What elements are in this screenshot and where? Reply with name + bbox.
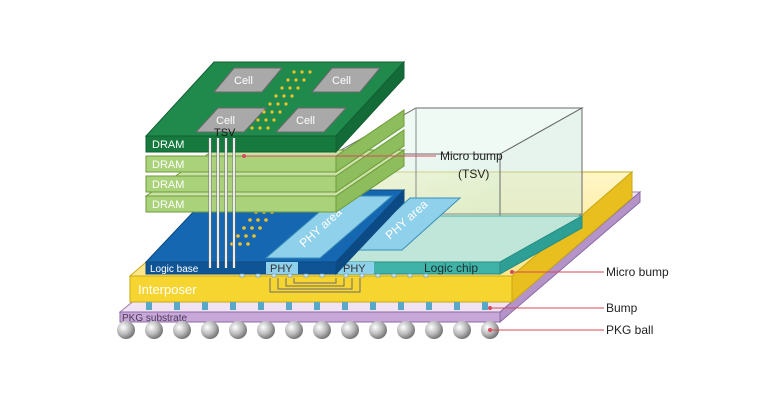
logic-chip-label: Logic chip [424,261,478,275]
dram-cell: Cell [194,107,268,133]
pkg-ball [173,321,191,339]
pkg-ball [425,321,443,339]
tsv-pillars [208,138,236,268]
bump [370,302,376,310]
pkg-ball [257,321,275,339]
bump [426,302,432,310]
pkg-ball [117,321,135,339]
dram-stack: DRAM DRAM DRAM DRAM Cell Cell [144,60,406,268]
callout-micro-bump-tsv: Micro bump (TSV) [242,149,503,181]
tsv-dots [250,70,312,130]
logic-base-phy-area [264,195,394,259]
logic-chip-phy-label: PHY [343,263,366,275]
tsv-pillar-outlines [208,138,236,268]
micro-bumps [239,273,429,278]
cell-label: Cell [332,75,351,87]
pkg-ball [145,321,163,339]
interposer-label: Interposer [138,282,197,297]
bump [342,302,348,310]
cell-label: Cell [234,75,253,87]
callout-micro-bump: Micro bump [510,265,669,279]
pkg-ball [397,321,415,339]
pkg-substrate-label: PKG substrate [122,313,187,324]
callout-micro-bump-label: Micro bump [606,265,669,279]
bump [398,302,404,310]
pkg-ball [229,321,247,339]
bumps [146,302,488,310]
pkg-ball [285,321,303,339]
dram-label: DRAM [152,179,184,191]
callout-micro-bump-tsv-line1: Micro bump [440,149,503,163]
interposer-routing [269,278,361,293]
dram-top-label: DRAM [152,139,184,151]
bump [286,302,292,310]
callout-bump: Bump [488,301,638,315]
bump [174,302,180,310]
callout-pkg-ball-label: PKG ball [606,323,653,337]
logic-base-phy-label: PHY [270,263,293,275]
callout-pkg-ball: PKG ball [488,323,653,337]
dram-top-layer: DRAM Cell Cell Cell Cell [144,60,406,154]
callout-bump-label: Bump [606,301,638,315]
dram-cell: Cell [274,107,348,133]
logic-base-label: Logic base [150,264,199,275]
pkg-ball [341,321,359,339]
dram-label: DRAM [152,199,184,211]
dram-label: DRAM [152,159,184,171]
pkg-ball [453,321,471,339]
bump [230,302,236,310]
callout-micro-bump-tsv-line2: (TSV) [458,167,489,181]
pkg-ball [201,321,219,339]
bump [482,302,488,310]
bump [146,302,152,310]
pkg-ball [369,321,387,339]
cell-label: Cell [216,115,235,127]
bump [202,302,208,310]
bump [258,302,264,310]
pkg-balls [117,321,499,339]
pkg-ball [313,321,331,339]
dram-cell: Cell [212,67,284,93]
bump [454,302,460,310]
bump [314,302,320,310]
dram-layer: DRAM [145,129,405,193]
tsv-label: TSV [214,127,236,139]
cell-label: Cell [296,115,315,127]
dram-cell: Cell [310,67,382,93]
callouts: Micro bump (TSV) Micro bump Bump PKG bal… [242,149,669,337]
